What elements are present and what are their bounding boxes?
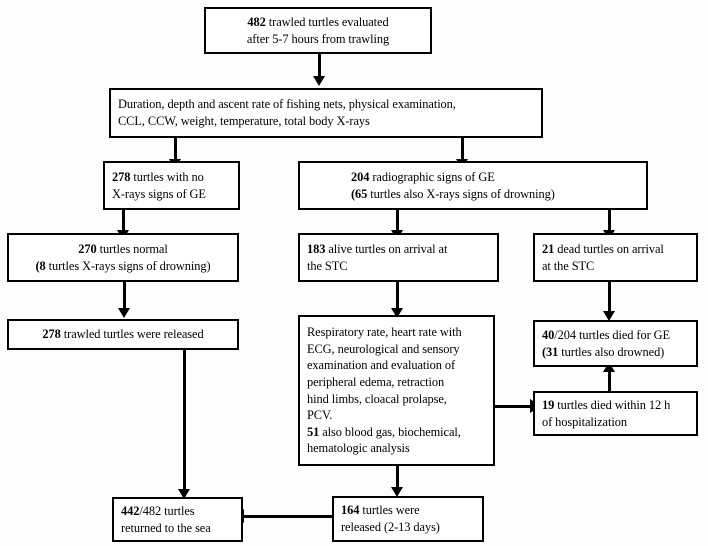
connector-assessments-to-no-ge — [174, 137, 177, 162]
node-radiographic-ge-line-0: 204 radiographic signs of GE — [351, 169, 495, 184]
node-no-ge-signs: 278 turtles with no X-rays signs of GE — [103, 161, 240, 210]
node-trawled-released-line-0: 278 trawled turtles were released — [42, 327, 204, 342]
node-no-ge-signs-line-0: 278 turtles with no — [112, 169, 204, 184]
node-clinical-workup-line-1: ECG, neurological and sensory — [307, 341, 460, 356]
node-normal-turtles: 270 turtles normal (8 turtles X-rays sig… — [7, 233, 239, 282]
connector-evaluated-to-assessments — [318, 53, 321, 79]
node-dead-on-arrival-line-1: at the STC — [542, 258, 595, 273]
connector-radiographic-to-alive — [396, 209, 399, 233]
connector-workup-to-died12h — [494, 405, 535, 408]
node-dead-on-arrival-line-0: 21 dead turtles on arrival — [542, 241, 664, 256]
node-normal-turtles-line-1: (8 turtles X-rays signs of drowning) — [35, 258, 211, 273]
node-released-2-13-days-line-0: 164 turtles were — [341, 503, 420, 518]
arrowhead-alive-to-workup — [391, 308, 403, 318]
node-evaluated-line-0: 482 trawled turtles evaluated — [247, 14, 389, 29]
node-died-for-ge-line-1: (31 turtles also drowned) — [542, 344, 665, 359]
node-assessments-line-0: Duration, depth and ascent rate of fishi… — [118, 97, 456, 112]
node-radiographic-ge-line-1: (65 turtles also X-rays signs of drownin… — [351, 186, 555, 201]
node-radiographic-ge: 204 radiographic signs of GE (65 turtles… — [298, 161, 648, 210]
node-assessments: Duration, depth and ascent rate of fishi… — [109, 88, 543, 138]
node-evaluated-line-1: after 5-7 hours from trawling — [246, 31, 390, 46]
node-died-within-12h: 19 turtles died within 12 h of hospitali… — [533, 391, 698, 436]
node-alive-on-arrival-line-0: 183 alive turtles on arrival at — [307, 241, 448, 256]
node-alive-on-arrival: 183 alive turtles on arrival at the STC — [298, 233, 499, 282]
node-died-within-12h-line-1: of hospitalization — [542, 414, 627, 429]
node-returned-to-sea: 442/482 turtles returned to the sea — [112, 497, 243, 542]
connector-died12h-to-died-ge — [608, 367, 611, 391]
node-trawled-released: 278 trawled turtles were released — [7, 319, 239, 350]
node-died-for-ge: 40/204 turtles died for GE (31 turtles a… — [533, 320, 698, 367]
connector-workup-to-released213 — [396, 465, 399, 491]
node-clinical-workup-line-3: peripheral edema, retraction — [307, 374, 445, 389]
connector-alive-to-workup — [396, 281, 399, 311]
node-clinical-workup-line-7: hematologic analysis — [307, 441, 410, 456]
connector-released-to-returned — [183, 349, 186, 494]
connector-dead-to-died-ge — [608, 281, 611, 314]
node-released-2-13-days: 164 turtles were released (2-13 days) — [332, 496, 484, 542]
node-assessments-line-1: CCL, CCW, weight, temperature, total bod… — [118, 114, 370, 128]
node-clinical-workup-line-0: Respiratory rate, heart rate with — [307, 325, 462, 340]
arrowhead-dead-to-died-ge — [603, 311, 615, 321]
arrowhead-released-to-returned — [178, 489, 190, 499]
node-clinical-workup-line-6: 51 also blood gas, biochemical, — [307, 424, 461, 439]
connector-released213-to-returned — [243, 515, 333, 518]
node-evaluated: 482 trawled turtles evaluated after 5-7 … — [204, 7, 432, 54]
node-dead-on-arrival: 21 dead turtles on arrival at the STC — [533, 233, 698, 282]
node-released-2-13-days-line-1: released (2-13 days) — [341, 520, 440, 534]
node-alive-on-arrival-line-1: the STC — [307, 258, 348, 273]
node-clinical-workup-line-4: hind limbs, cloacal prolapse, — [307, 391, 447, 406]
arrowhead-normal-to-released — [118, 308, 130, 318]
arrowhead-workup-to-released213 — [391, 487, 403, 497]
node-normal-turtles-line-0: 270 turtles normal — [78, 241, 168, 256]
connector-assessments-to-radiographic — [461, 137, 464, 162]
arrowhead-evaluated-to-assessments — [313, 76, 325, 86]
node-no-ge-signs-line-1: X-rays signs of GE — [112, 186, 206, 201]
connector-normal-to-released — [123, 281, 126, 311]
arrowhead-died12h-to-died-ge — [603, 362, 615, 372]
connector-no-ge-to-normal — [122, 209, 125, 233]
node-clinical-workup: Respiratory rate, heart rate with ECG, n… — [298, 315, 495, 466]
node-returned-to-sea-line-1: returned to the sea — [121, 520, 211, 535]
node-died-within-12h-line-0: 19 turtles died within 12 h — [542, 397, 671, 412]
node-clinical-workup-line-2: examination and evaluation of — [307, 358, 456, 373]
connector-radiographic-to-dead — [608, 209, 611, 233]
node-clinical-workup-line-5: PCV. — [307, 408, 333, 423]
node-died-for-ge-line-0: 40/204 turtles died for GE — [542, 327, 671, 342]
node-returned-to-sea-line-0: 442/482 turtles — [121, 503, 195, 518]
